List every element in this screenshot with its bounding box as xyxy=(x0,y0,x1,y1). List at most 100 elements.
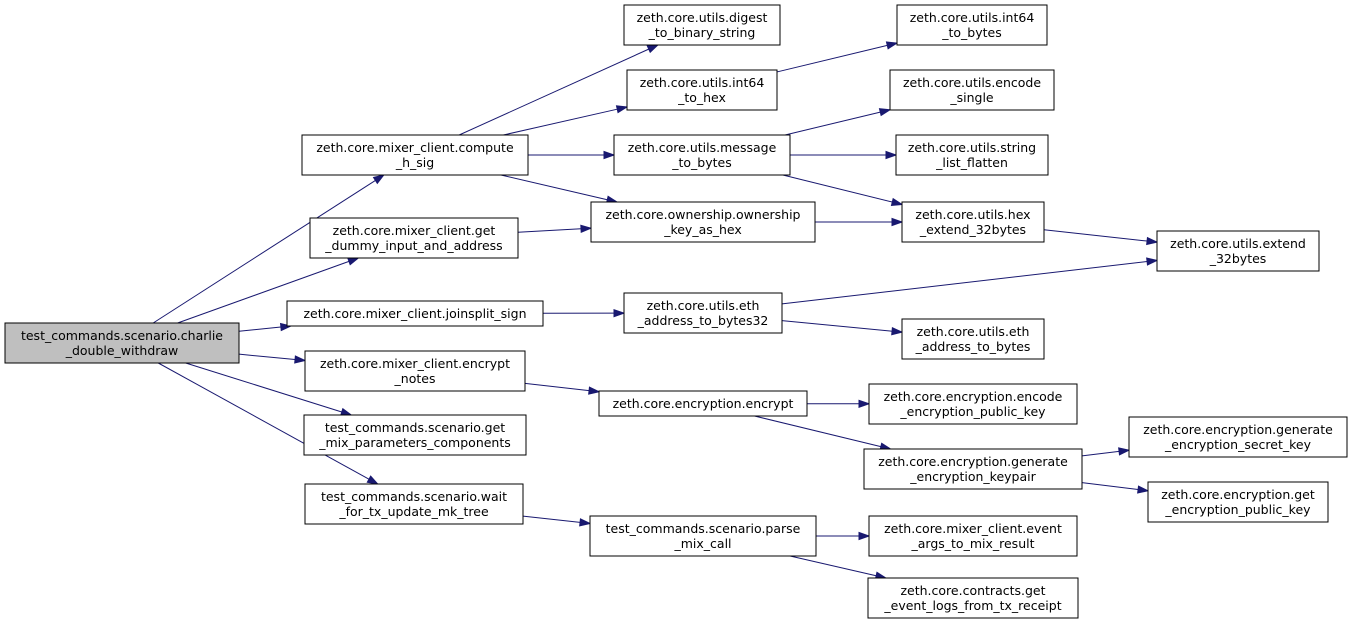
node-box xyxy=(589,515,817,557)
edge-line xyxy=(789,555,877,577)
node-encode-single[interactable]: zeth.core.utils.encode_single xyxy=(889,69,1055,111)
edge-arrowhead xyxy=(613,308,626,318)
node-label-line: _to_binary_string xyxy=(648,25,756,40)
node-label-line: _encryption_keypair xyxy=(909,469,1036,484)
node-label-line: test_commands.scenario.parse xyxy=(606,521,801,536)
node-label-line: _to_hex xyxy=(677,90,726,105)
edge-arrowhead xyxy=(858,399,871,408)
node-label-line: zeth.core.utils.eth xyxy=(647,298,760,313)
node-box xyxy=(901,318,1045,360)
edge-arrowhead xyxy=(588,386,601,395)
node-wait-for-tx[interactable]: test_commands.scenario.wait_for_tx_updat… xyxy=(304,483,524,525)
node-label-line: zeth.core.mixer_client.joinsplit_sign xyxy=(303,306,526,321)
node-box xyxy=(867,577,1079,619)
node-label-line: test_commands.scenario.wait xyxy=(321,489,507,504)
edge-compute-h-sig-to-int64-to-hex xyxy=(503,105,629,136)
node-encrypt-notes[interactable]: zeth.core.mixer_client.encrypt_notes xyxy=(304,350,526,392)
edge-eth-addr-b32-to-eth-addr-bytes xyxy=(781,320,904,336)
node-label-line: zeth.core.utils.eth xyxy=(917,324,1030,339)
node-label-line: zeth.core.encryption.generate xyxy=(1143,422,1333,437)
node-label-line: _key_as_hex xyxy=(663,222,742,237)
edge-line xyxy=(754,415,881,448)
edge-encryption-encrypt-to-encode-enc-pk xyxy=(806,399,871,408)
node-label-line: _mix_parameters_components xyxy=(318,435,511,450)
edge-message-to-bytes-to-hex-extend xyxy=(782,174,904,207)
edge-parse-mix-call-to-get-event-logs xyxy=(789,555,888,580)
node-box xyxy=(598,390,808,417)
edge-arrowhead xyxy=(885,150,898,160)
node-box xyxy=(590,201,816,243)
node-label-line: zeth.core.ownership.ownership xyxy=(605,207,800,222)
edge-joinsplit-sign-to-eth-addr-b32 xyxy=(542,308,626,318)
node-digest-to-binary[interactable]: zeth.core.utils.digest_to_binary_string xyxy=(623,4,781,46)
node-gen-secret-key[interactable]: zeth.core.encryption.generate_encryption… xyxy=(1128,416,1348,458)
edge-arrowhead xyxy=(891,217,904,227)
node-compute-h-sig[interactable]: zeth.core.mixer_client.compute_h_sig xyxy=(301,134,529,176)
node-parse-mix-call[interactable]: test_commands.scenario.parse_mix_call xyxy=(589,515,817,557)
node-label-line: zeth.core.utils.extend xyxy=(1170,236,1306,251)
edge-int64-to-hex-to-int64-to-bytes xyxy=(776,41,899,73)
node-box xyxy=(895,134,1049,176)
edge-arrowhead xyxy=(890,197,904,207)
node-eth-addr-bytes[interactable]: zeth.core.utils.eth_address_to_bytes xyxy=(901,318,1045,360)
edge-arrowhead xyxy=(1146,236,1159,246)
edge-encrypt-notes-to-encryption-encrypt xyxy=(524,382,601,395)
edge-line xyxy=(158,362,370,480)
node-encryption-encrypt[interactable]: zeth.core.encryption.encrypt xyxy=(598,390,808,417)
edge-line xyxy=(781,261,1148,305)
node-label-line: zeth.core.encryption.encrypt xyxy=(613,396,794,411)
node-get-dummy[interactable]: zeth.core.mixer_client.get_dummy_input_a… xyxy=(309,217,519,259)
node-box xyxy=(896,4,1048,46)
node-box xyxy=(1147,481,1329,523)
node-eth-addr-b32[interactable]: zeth.core.utils.eth_address_to_bytes32 xyxy=(623,292,783,334)
edge-arrowhead xyxy=(646,44,660,54)
node-get-enc-pk[interactable]: zeth.core.encryption.get_encryption_publ… xyxy=(1147,481,1329,523)
node-label-line: zeth.core.encryption.get xyxy=(1161,487,1315,502)
node-box xyxy=(304,350,526,392)
edge-line xyxy=(500,174,608,201)
edge-line xyxy=(776,44,888,73)
node-label-line: zeth.core.utils.message xyxy=(628,140,777,155)
node-label-line: zeth.core.mixer_client.compute xyxy=(316,140,514,155)
node-message-to-bytes[interactable]: zeth.core.utils.message_to_bytes xyxy=(613,134,791,176)
edge-arrowhead xyxy=(340,407,353,416)
edge-line xyxy=(1043,229,1148,242)
node-string-list-flatten[interactable]: zeth.core.utils.string_list_flatten xyxy=(895,134,1049,176)
edge-eth-addr-b32-to-extend-32bytes xyxy=(781,257,1159,305)
node-label-line: _encryption_public_key xyxy=(1164,502,1311,517)
node-root[interactable]: test_commands.scenario.charlie_double_wi… xyxy=(4,322,240,364)
node-int64-to-bytes[interactable]: zeth.core.utils.int64_to_bytes xyxy=(896,4,1048,46)
edge-arrowhead xyxy=(279,322,293,332)
node-ownership-key[interactable]: zeth.core.ownership.ownership_key_as_hex xyxy=(590,201,816,243)
node-joinsplit-sign[interactable]: zeth.core.mixer_client.joinsplit_sign xyxy=(286,300,544,327)
node-box xyxy=(304,483,524,525)
node-label-line: zeth.core.mixer_client.get xyxy=(333,223,496,238)
node-box xyxy=(286,300,544,327)
node-encode-enc-pk[interactable]: zeth.core.encryption.encode_encryption_p… xyxy=(868,383,1078,425)
edge-root-to-encrypt-notes xyxy=(238,353,307,364)
node-hex-extend[interactable]: zeth.core.utils.hex_extend_32bytes xyxy=(901,201,1045,243)
node-get-mix-params[interactable]: test_commands.scenario.get_mix_parameter… xyxy=(303,414,527,456)
edge-root-to-joinsplit-sign xyxy=(238,322,293,332)
node-label-line: _to_bytes xyxy=(941,25,1002,40)
node-label-line: _encryption_public_key xyxy=(899,404,1046,419)
edge-root-to-compute-h-sig xyxy=(152,174,386,324)
node-int64-to-hex[interactable]: zeth.core.utils.int64_to_hex xyxy=(626,69,778,111)
node-box xyxy=(309,217,519,259)
edge-line xyxy=(784,111,881,136)
edge-line xyxy=(177,260,350,324)
edge-arrowhead xyxy=(1137,485,1150,494)
node-gen-keypair[interactable]: zeth.core.encryption.generate_encryption… xyxy=(863,448,1083,490)
node-box xyxy=(863,448,1083,490)
edge-wait-for-tx-to-parse-mix-call xyxy=(522,515,592,527)
node-label-line: zeth.core.contracts.get xyxy=(900,583,1045,598)
node-box xyxy=(623,292,783,334)
node-box xyxy=(613,134,791,176)
node-box xyxy=(868,383,1078,425)
node-label-line: zeth.core.mixer_client.encrypt xyxy=(320,356,510,371)
node-extend-32bytes[interactable]: zeth.core.utils.extend_32bytes xyxy=(1156,230,1320,272)
edge-gen-keypair-to-gen-secret-key xyxy=(1081,447,1131,457)
node-get-event-logs[interactable]: zeth.core.contracts.get_event_logs_from_… xyxy=(867,577,1079,619)
node-event-args[interactable]: zeth.core.mixer_client.event_args_to_mix… xyxy=(868,515,1078,557)
edge-get-dummy-to-ownership-key xyxy=(517,224,593,233)
